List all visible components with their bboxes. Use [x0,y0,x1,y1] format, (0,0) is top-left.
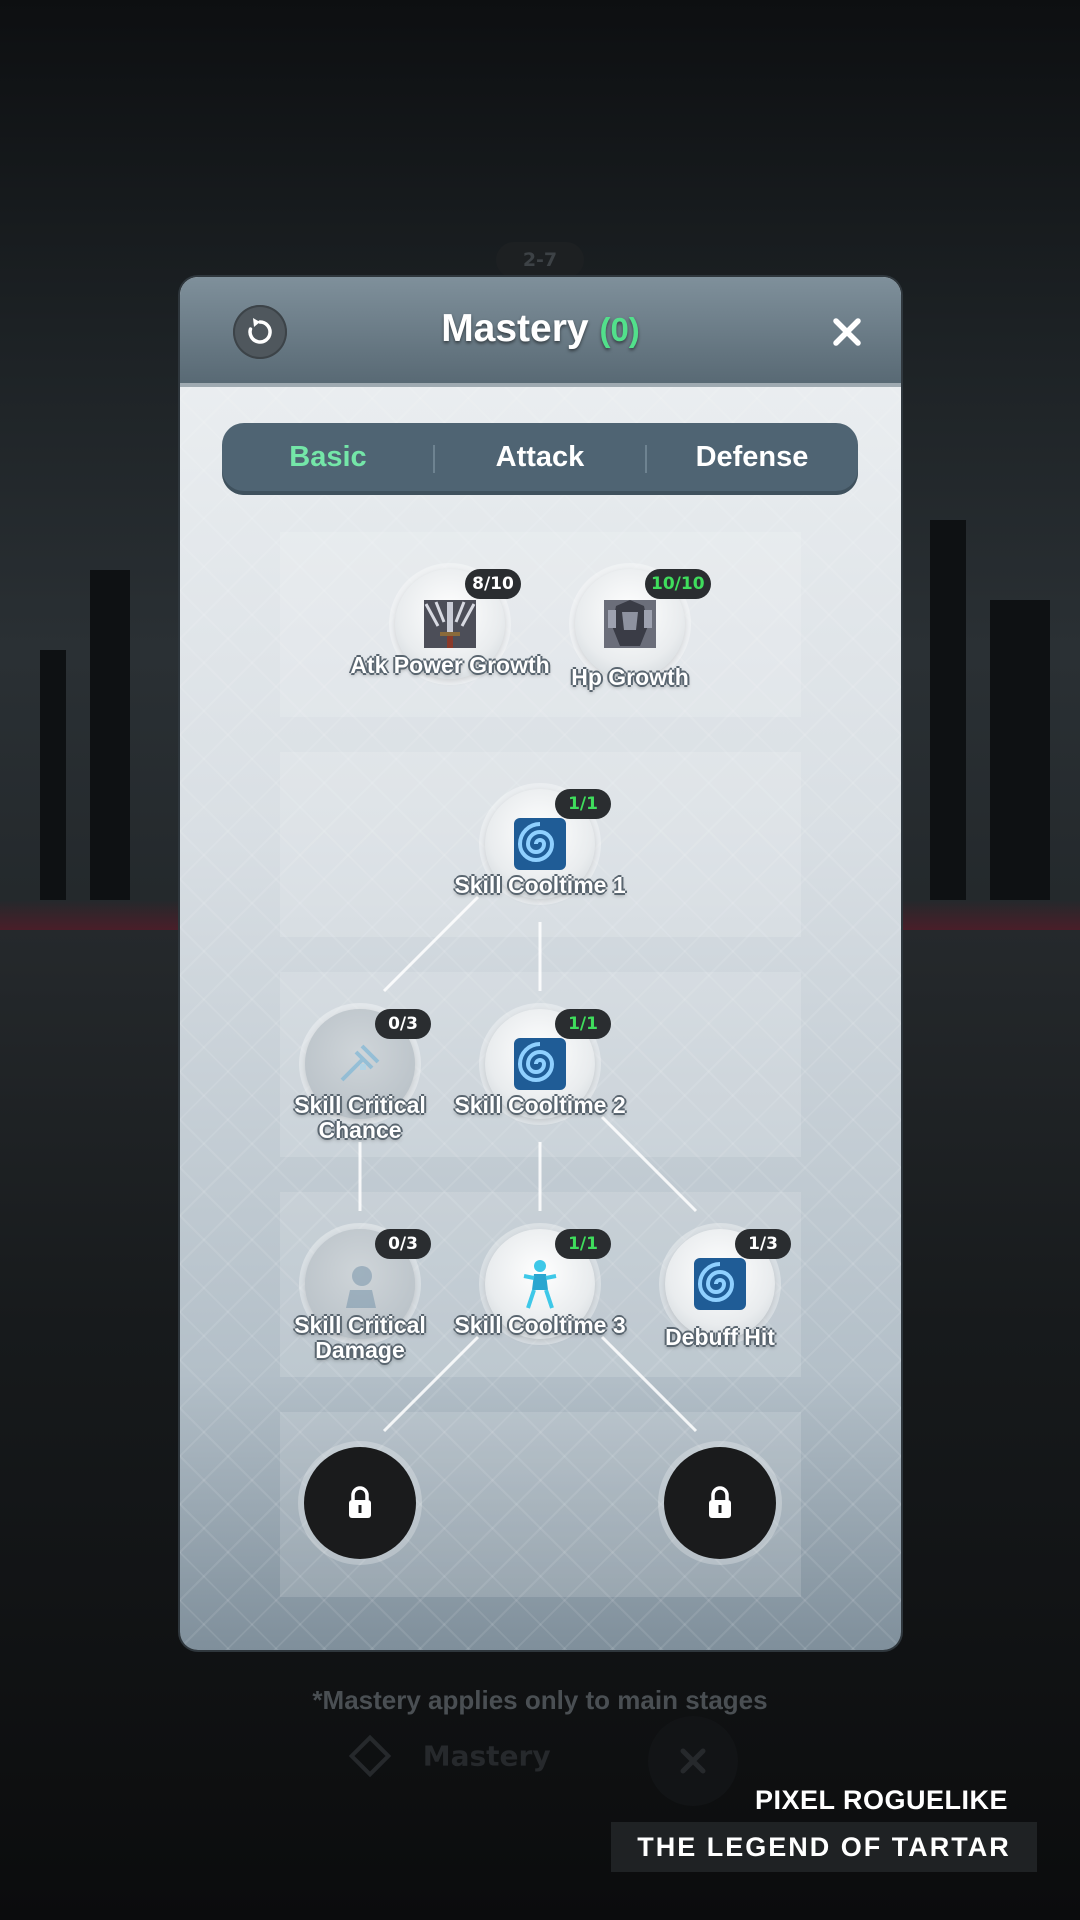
node-label: Debuff Hit [665,1324,775,1350]
node-label: Atk Power Growth [350,652,550,678]
tab-attack[interactable]: Attack [495,441,585,473]
node-circle: 1/1 [485,1229,611,1339]
panel-header: Mastery (0) [180,277,901,387]
tab-basic[interactable]: Basic [289,441,367,473]
reset-button[interactable] [233,305,287,359]
node-hp-growth[interactable]: 10/10 Hp Growth [530,569,730,690]
level-badge: 1/1 [555,789,611,819]
mastery-menu-button[interactable]: Mastery [348,1734,551,1786]
tree-connectors [358,895,698,1433]
level-badge: 1/3 [735,1229,791,1259]
mastery-panel: Mastery (0) Basic Attack Defense [180,277,901,1650]
connector-line [382,1335,480,1433]
tab-divider [645,445,647,473]
close-icon [680,1748,706,1774]
node-skill-cooltime-3[interactable]: 1/1 Skill Cooltime 3 [440,1229,640,1339]
lock-icon [709,1486,731,1518]
swirl-icon [514,1038,566,1090]
node-label: Hp Growth [571,664,689,690]
background-tree [40,650,66,900]
node-circle: 8/10 [395,569,521,679]
armor-icon [604,600,656,648]
title-text: Mastery [441,307,589,350]
swirl-icon [694,1258,746,1310]
tab-divider [433,445,435,473]
node-skill-cooltime-1[interactable]: 1/1 Skill Cooltime 1 [440,789,640,899]
node-circle: 1/1 [485,1009,611,1119]
mastery-footnote: *Mastery applies only to main stages [312,1685,768,1715]
node-label: Skill Cooltime 3 [454,1312,626,1338]
node-circle: 1/3 [665,1229,791,1339]
mastery-points: (0) [599,311,640,348]
swirl-icon [514,818,566,870]
node-skill-critical-damage[interactable]: 0/3 Skill Critical Damage [260,1229,460,1363]
crit-damage-icon [346,1266,376,1308]
brand-subtitle: PIXEL ROGUELIKE [754,1785,1008,1815]
figure-icon [523,1260,557,1309]
mastery-menu-label: Mastery [422,1739,551,1773]
crit-chance-icon [340,1044,380,1082]
tab-bar: Basic Attack Defense [222,423,858,495]
node-label: Skill Critical Chance [294,1092,426,1143]
brand-title: THE LEGEND OF TARTAR [611,1822,1037,1872]
node-label: Skill Cooltime 2 [454,1092,626,1118]
background-foliage [880,900,1080,930]
close-button[interactable] [826,311,868,353]
bottom-close-button[interactable] [648,1716,738,1806]
tier-band [280,532,801,717]
node-circle: 0/3 [305,1229,431,1339]
node-debuff-hit[interactable]: 1/3 Debuff Hit [620,1229,820,1350]
reset-icon [248,318,272,344]
stage-indicator: 2-7 [496,242,584,278]
node-label: Skill Critical Damage [294,1312,426,1363]
node-circle: 1/1 [485,789,611,899]
level-badge: 0/3 [375,1229,431,1259]
node-circle: 0/3 [305,1009,431,1119]
panel-title: Mastery (0) [180,307,901,351]
node-skill-critical-chance[interactable]: 0/3 Skill Critical Chance [260,1009,460,1143]
sword-icon [424,600,476,648]
level-badge: 8/10 [465,569,521,599]
connector-line [382,895,480,993]
node-circle: 10/10 [575,569,711,679]
node-skill-cooltime-2[interactable]: 1/1 Skill Cooltime 2 [440,1009,640,1119]
connector-line [600,1115,698,1213]
lock-icon [349,1486,371,1518]
level-badge: 1/1 [555,1009,611,1039]
node-label: Skill Cooltime 1 [454,872,626,898]
mastery-menu-icon [348,1734,392,1778]
level-badge: 10/10 [645,569,711,599]
close-icon [833,318,861,346]
connector-line [600,1335,698,1433]
level-badge: 0/3 [375,1009,431,1039]
background-tree [990,600,1050,900]
locked-node-right[interactable] [664,1447,776,1559]
tab-defense[interactable]: Defense [695,441,809,473]
background-tree [90,570,130,900]
locked-node-left[interactable] [304,1447,416,1559]
background-tree [930,520,966,900]
node-atk-power-growth[interactable]: 8/10 Atk Power Growth [350,569,550,679]
level-badge: 1/1 [555,1229,611,1259]
